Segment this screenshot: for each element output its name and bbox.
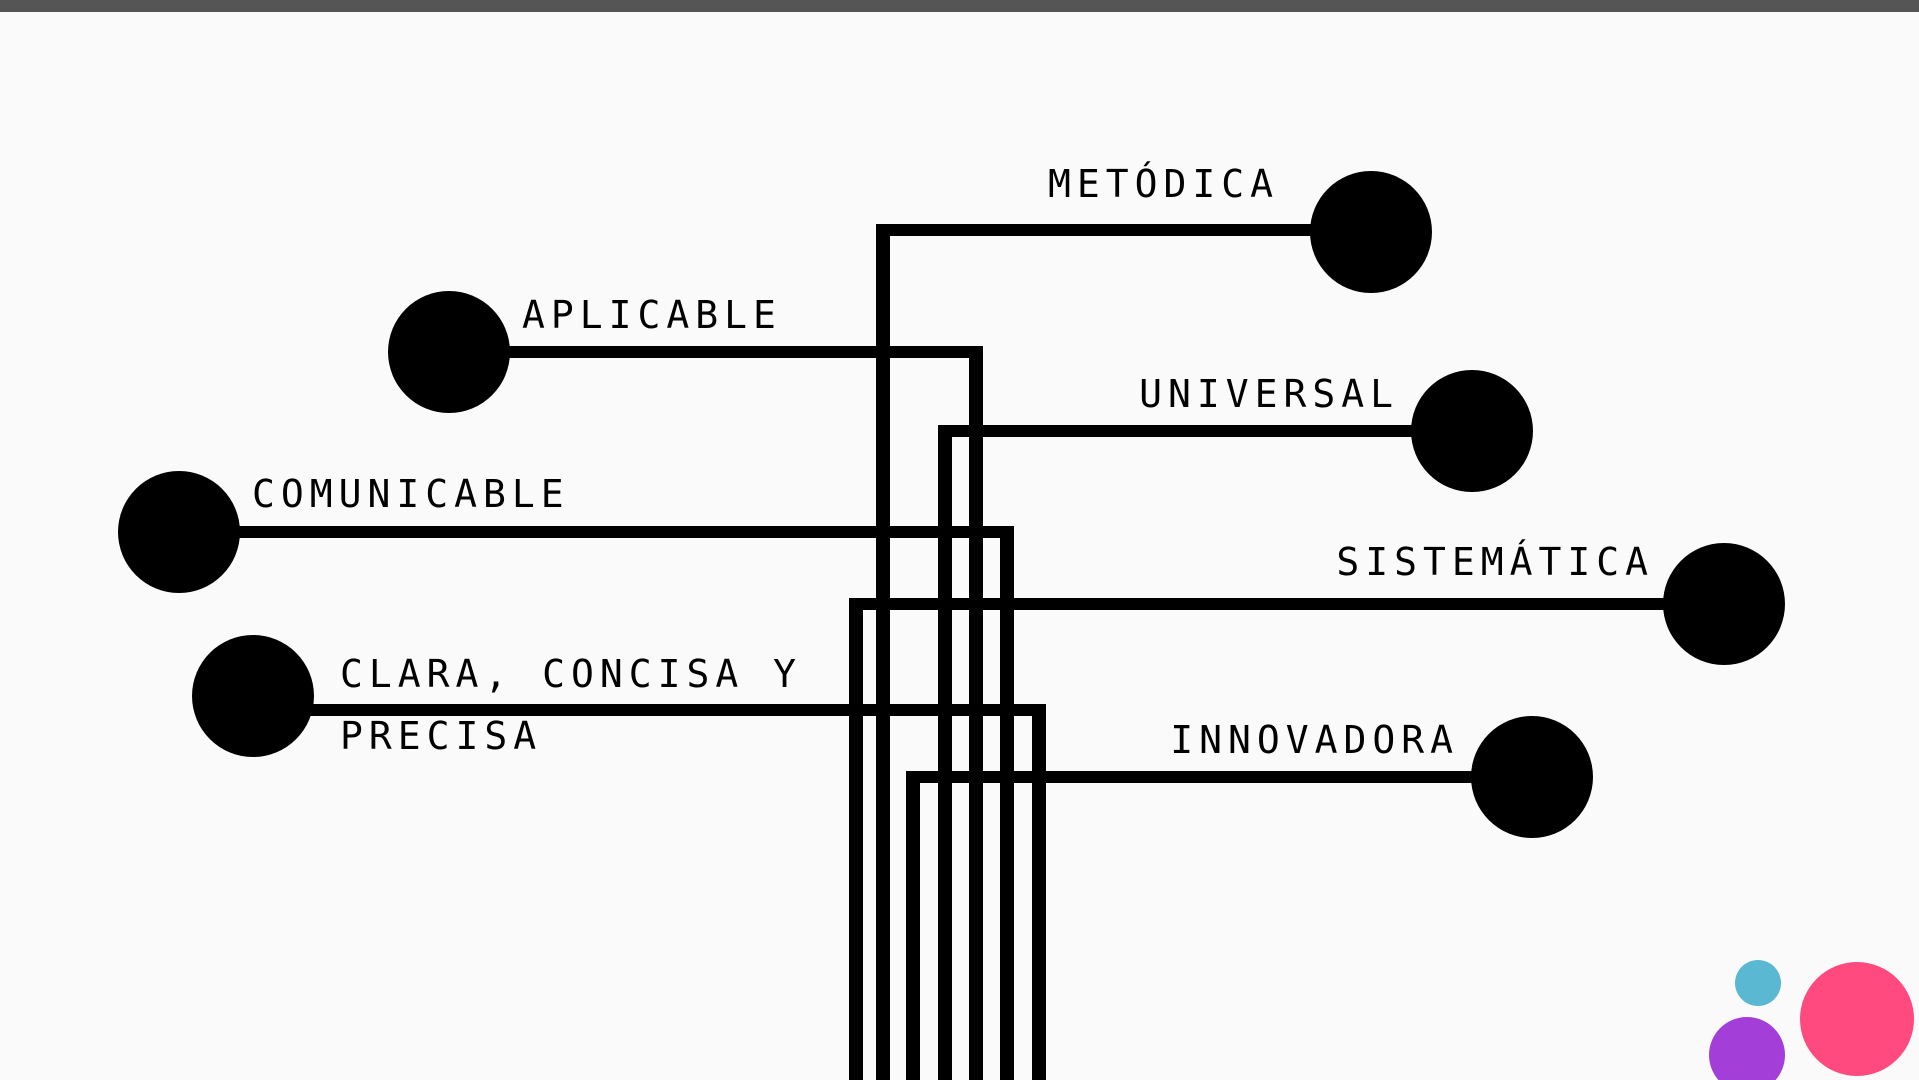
aplicable-connector — [500, 346, 983, 358]
metodica-connector — [876, 224, 1312, 236]
label-clara-line1: CLARA, CONCISA Y — [340, 652, 803, 696]
comunicable-corner — [1000, 526, 1014, 538]
label-sistematica: SISTEMÁTICA — [1336, 540, 1654, 584]
label-clara-line2: PRECISA — [340, 714, 543, 758]
metodica-vertical — [876, 224, 890, 1080]
innovadora-circle — [1471, 716, 1593, 838]
innovadora-vertical — [906, 774, 920, 1080]
metodica-corner — [876, 224, 890, 236]
label-aplicable: APLICABLE — [522, 293, 782, 337]
universal-circle — [1411, 370, 1533, 492]
label-comunicable: COMUNICABLE — [252, 472, 570, 516]
comunicable-circle — [118, 471, 240, 593]
clara-vertical — [1032, 704, 1046, 1080]
decor-purple-dot — [1709, 1017, 1785, 1080]
sistematica-corner — [849, 598, 863, 610]
innovadora-corner — [906, 771, 920, 783]
label-metodica: METÓDICA — [1047, 162, 1279, 206]
comunicable-vertical — [1000, 526, 1014, 1080]
aplicable-circle — [388, 291, 510, 413]
decor-small-dot — [1735, 960, 1781, 1006]
clara-circle — [192, 635, 314, 757]
universal-connector — [938, 425, 1414, 437]
sistematica-vertical — [849, 598, 863, 1080]
universal-vertical — [938, 425, 952, 1080]
metodica-circle — [1310, 171, 1432, 293]
decor-pink-dot — [1800, 962, 1914, 1076]
top-bar — [0, 0, 1919, 12]
sistematica-connector — [849, 598, 1669, 610]
sistematica-circle — [1663, 543, 1785, 665]
clara-corner — [1032, 704, 1046, 716]
innovadora-connector — [906, 771, 1474, 783]
label-innovadora: INNOVADORA — [1170, 718, 1459, 762]
clara-connector — [305, 704, 1046, 716]
comunicable-connector — [230, 526, 1014, 538]
aplicable-corner — [969, 346, 983, 358]
universal-corner — [938, 425, 952, 437]
label-universal: UNIVERSAL — [1139, 372, 1399, 416]
